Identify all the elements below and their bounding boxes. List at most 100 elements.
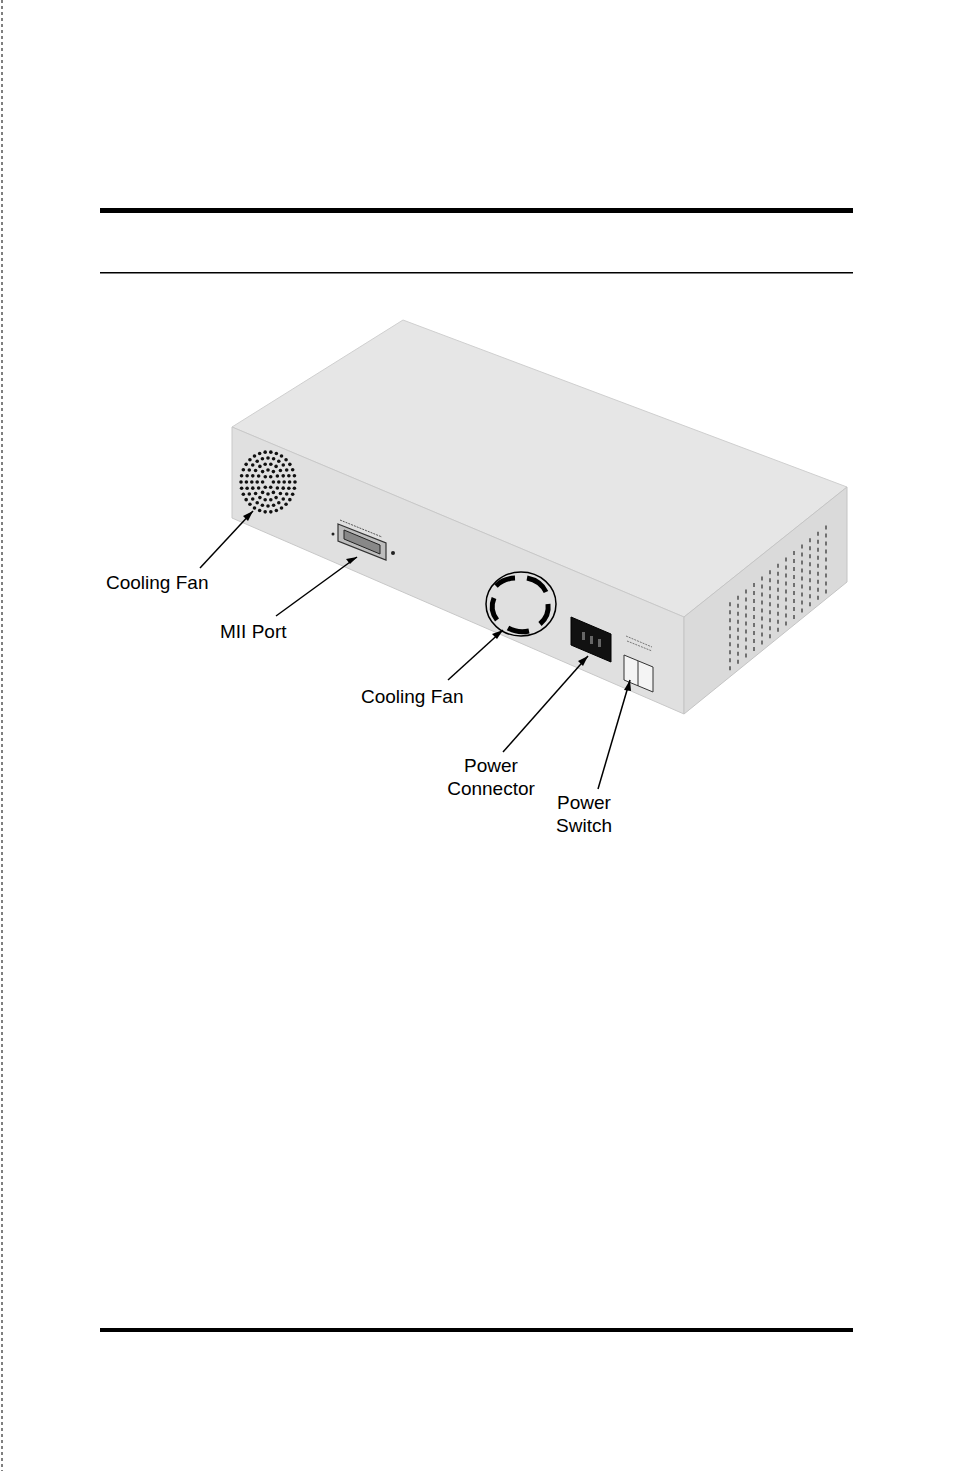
vent-slot — [777, 612, 779, 616]
vent-slot — [793, 599, 795, 603]
grille-dot — [293, 480, 297, 484]
grille-dot — [281, 463, 285, 467]
grille-dot — [269, 450, 273, 454]
vent-slot — [825, 557, 827, 561]
grille-dot — [279, 492, 283, 496]
vent-slot — [817, 572, 819, 576]
grille-dot — [266, 492, 270, 496]
vent-slot — [785, 557, 787, 561]
vent-slot — [753, 639, 755, 643]
vent-slot — [761, 609, 763, 613]
leader-arrowheads — [243, 511, 631, 691]
grille-dot — [258, 465, 262, 469]
grille-dot — [266, 468, 270, 472]
grille-dot — [251, 463, 255, 467]
vent-slot — [793, 615, 795, 619]
grille-dot — [272, 491, 276, 495]
grille-dot — [261, 480, 265, 484]
vent-slots — [730, 525, 826, 670]
vent-slot — [745, 613, 747, 617]
vent-slot — [737, 660, 739, 664]
grille-dot — [261, 470, 265, 474]
grille-dot — [269, 462, 273, 466]
grille-dot — [239, 480, 243, 484]
vent-slot — [817, 580, 819, 584]
grille-dot — [275, 452, 279, 456]
vent-slot — [761, 641, 763, 645]
vent-slot — [753, 607, 755, 611]
vent-slot — [769, 602, 771, 606]
vent-slot — [777, 588, 779, 592]
vent-slot — [745, 621, 747, 625]
vent-slot — [753, 591, 755, 595]
vent-slot — [777, 580, 779, 584]
vent-slot — [801, 593, 803, 597]
vent-slot — [793, 607, 795, 611]
vent-slot — [737, 604, 739, 608]
grille-dot — [277, 480, 281, 484]
vent-slot — [801, 569, 803, 573]
grille-dot — [255, 480, 259, 484]
vent-slot — [737, 652, 739, 656]
grille-dot — [288, 463, 292, 467]
vent-slot — [817, 532, 819, 536]
vent-slot — [785, 597, 787, 601]
vent-slot — [753, 623, 755, 627]
grille-dot — [269, 485, 273, 489]
grille-dot — [251, 474, 255, 478]
grille-dot — [274, 465, 278, 469]
vent-slot — [793, 567, 795, 571]
vent-slot — [729, 634, 731, 638]
grille-dot — [280, 454, 284, 458]
grille-dot — [264, 475, 268, 479]
vent-slot — [825, 565, 827, 569]
grille-dot — [247, 468, 251, 472]
vent-slot — [729, 642, 731, 646]
grille-dot — [269, 475, 273, 479]
grille-dot — [285, 468, 289, 472]
grille-dot — [261, 457, 265, 461]
vent-slot — [769, 570, 771, 574]
vent-slot — [737, 628, 739, 632]
power-switch — [624, 636, 653, 692]
vent-slot — [729, 610, 731, 614]
mii-port — [332, 520, 396, 560]
vent-slot — [801, 545, 803, 549]
grille-dot — [276, 474, 280, 478]
vent-slot — [761, 617, 763, 621]
vent-slot — [785, 581, 787, 585]
grille-dot — [284, 458, 288, 462]
vent-slot — [769, 578, 771, 582]
vent-slot — [825, 533, 827, 537]
vent-slot — [801, 561, 803, 565]
grille-dot — [281, 486, 285, 490]
grille-dot — [269, 498, 273, 502]
vent-slot — [825, 589, 827, 593]
vent-slot — [761, 585, 763, 589]
vent-slot — [793, 551, 795, 555]
vent-slot — [753, 615, 755, 619]
vent-slot — [825, 525, 827, 529]
grille-dot — [266, 504, 270, 508]
grille-dot — [240, 474, 244, 478]
vent-slot — [809, 554, 811, 558]
vent-slot — [753, 583, 755, 587]
footer-rule — [100, 1328, 853, 1332]
grille-dot — [288, 498, 292, 502]
part-label: Power Switch — [544, 791, 624, 837]
vent-slot — [809, 538, 811, 542]
vent-slot — [777, 604, 779, 608]
grille-dot — [253, 506, 257, 510]
cooling-fan — [486, 572, 556, 636]
vent-slot — [809, 602, 811, 606]
vent-slot — [761, 625, 763, 629]
grille-dot — [291, 468, 295, 472]
vent-slot — [801, 585, 803, 589]
vent-slot — [817, 548, 819, 552]
vent-slot — [825, 573, 827, 577]
vent-slot — [745, 589, 747, 593]
grille-dot — [287, 486, 291, 490]
grille-dot — [250, 480, 254, 484]
grille-dot — [272, 503, 276, 507]
